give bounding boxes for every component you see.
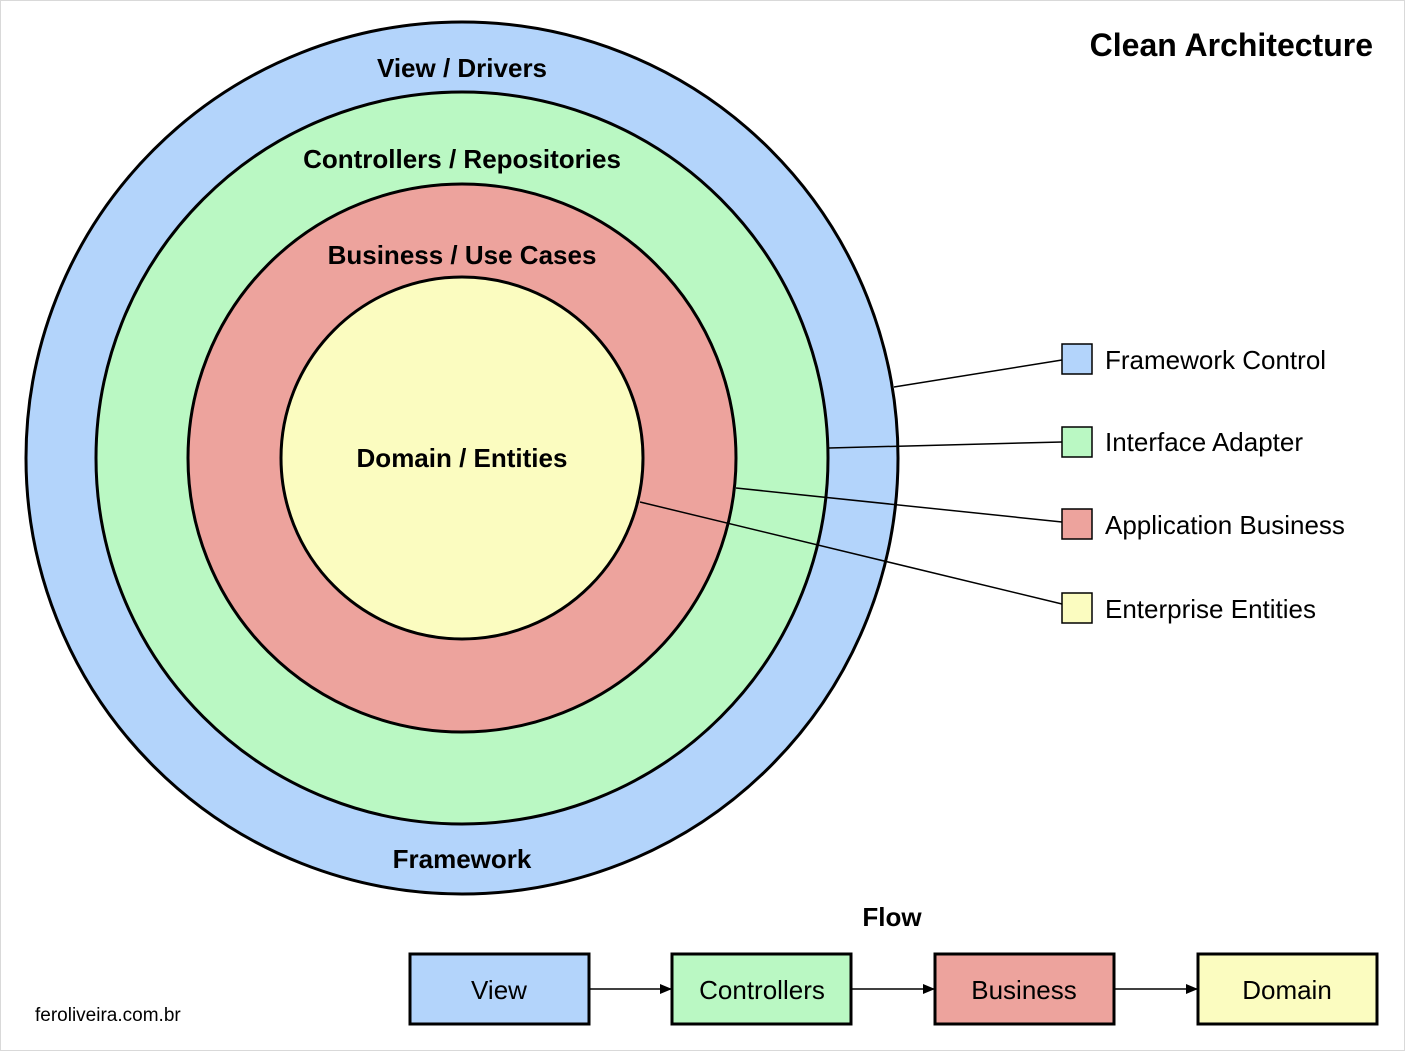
ring-domain-entities: [279, 275, 645, 641]
legend-connector-application-business: [735, 487, 1063, 523]
flow-step-view: [408, 952, 591, 1026]
flow-title: Flow: [862, 902, 922, 932]
legend-label-enterprise-entities: Enterprise Entities: [1105, 594, 1316, 624]
legend-connector-interface-adapter: [828, 441, 1063, 449]
ring-label-business-use-cases: Business / Use Cases: [328, 240, 597, 270]
legend-swatch-interface-adapter: [1061, 426, 1093, 458]
flow-step-label-controllers: Controllers: [699, 975, 825, 1005]
legend-swatch-framework-control: [1061, 343, 1093, 375]
legend-label-application-business: Application Business: [1105, 510, 1345, 540]
legend-connector-framework-control: [893, 359, 1063, 388]
ring-label-framework: Framework: [393, 844, 532, 874]
ring-label-view-drivers: View / Drivers: [377, 53, 547, 83]
flow-step-business: [933, 952, 1116, 1026]
flow-step-label-domain: Domain: [1242, 975, 1332, 1005]
legend-label-framework-control: Framework Control: [1105, 345, 1326, 375]
flow-step-controllers: [670, 952, 853, 1026]
ring-label-domain-entities: Domain / Entities: [357, 443, 568, 473]
footer-credit: feroliveira.com.br: [35, 1005, 181, 1026]
legend-connector-enterprise-entities: [639, 501, 1063, 605]
diagram-title: Clean Architecture: [1090, 27, 1373, 63]
legend-swatch-enterprise-entities: [1061, 592, 1093, 624]
ring-label-controllers-repositories: Controllers / Repositories: [303, 144, 621, 174]
legend-label-interface-adapter: Interface Adapter: [1105, 427, 1303, 457]
flow-step-domain: [1196, 952, 1379, 1026]
legend-swatch-application-business: [1061, 508, 1093, 540]
flow-step-label-business: Business: [971, 975, 1077, 1005]
flow-step-label-view: View: [471, 975, 527, 1005]
